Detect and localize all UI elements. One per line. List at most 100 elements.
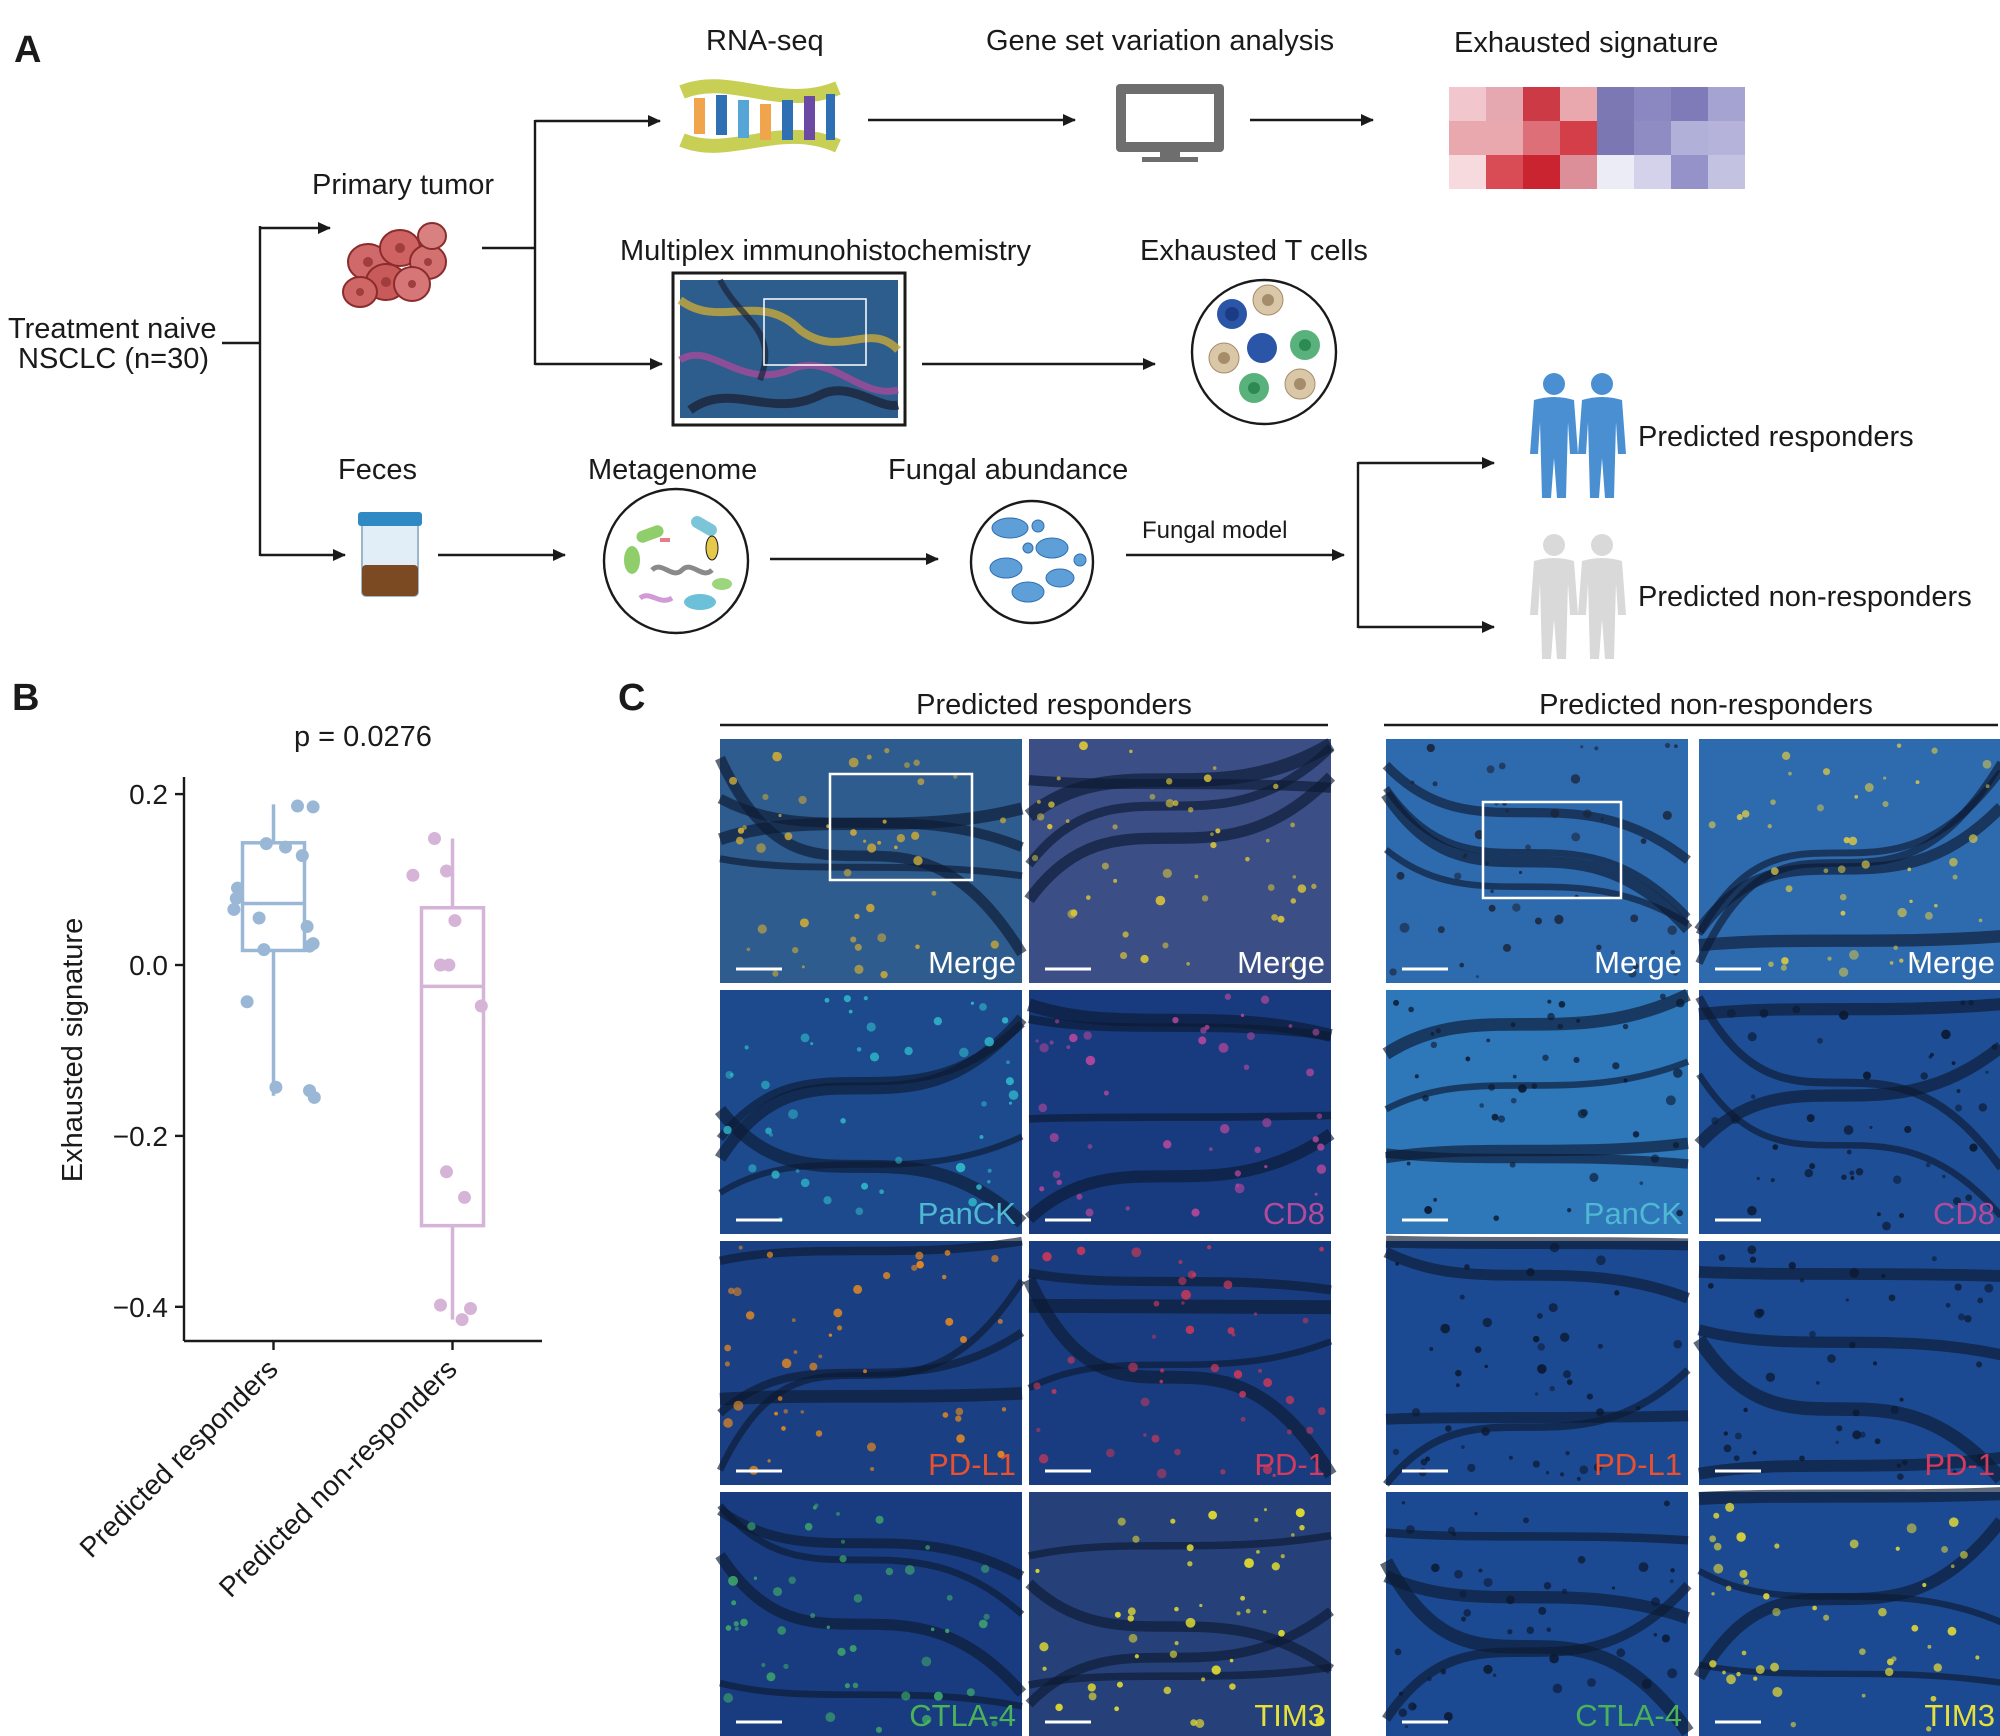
heatmap-cell — [1708, 155, 1745, 189]
tile-signal — [1194, 874, 1199, 879]
tile-signal — [1243, 1064, 1250, 1070]
tile-signal — [836, 1511, 840, 1516]
tile-signal — [1909, 899, 1913, 904]
tile-signal — [1757, 1308, 1765, 1317]
tile-signal — [1265, 838, 1270, 843]
tile-signal — [1474, 1512, 1478, 1516]
tile-signal — [944, 1250, 951, 1256]
tile-signal — [1510, 1097, 1517, 1104]
y-tick-label: −0.2 — [113, 1121, 168, 1152]
tile-signal — [981, 1101, 987, 1107]
tile-signal — [1600, 817, 1604, 821]
tile-signal — [1035, 1568, 1040, 1573]
tile-stroma — [1698, 998, 2000, 1021]
tile-signal — [1408, 1006, 1414, 1013]
panel-label-a: A — [14, 29, 41, 71]
tile-signal — [1837, 865, 1846, 874]
tile-signal — [738, 1245, 743, 1250]
tile-signal — [1195, 1718, 1205, 1728]
tile-signal — [1236, 1611, 1241, 1616]
tile-signal — [761, 1080, 770, 1090]
tile-signal — [1229, 1683, 1236, 1690]
tile-signal — [1595, 1408, 1605, 1417]
tile-signal — [911, 1264, 918, 1271]
tile-signal — [1227, 1327, 1235, 1335]
tile-signal — [1056, 1179, 1063, 1186]
tile-signal — [1752, 1450, 1757, 1455]
micrograph-tile: PD-1 — [1023, 1241, 1337, 1485]
data-point — [300, 920, 314, 934]
heatmap-cell — [1560, 87, 1597, 121]
tile-signal — [1639, 1181, 1644, 1185]
micrograph-tile: CD8 — [1694, 990, 2000, 1234]
heatmap-cell — [1634, 155, 1671, 189]
tile-signal — [1799, 1278, 1805, 1283]
tile-signal — [1968, 834, 1978, 844]
tile-signal — [1208, 1147, 1213, 1152]
tile-signal — [1549, 1242, 1560, 1253]
tile-signal — [1767, 824, 1772, 829]
channel-label: PanCK — [918, 1196, 1017, 1231]
tile-signal — [1726, 1674, 1736, 1685]
tile-signal — [1616, 1648, 1626, 1658]
tile-signal — [1302, 1317, 1309, 1324]
tile-signal — [1319, 1246, 1324, 1252]
tile-signal — [1260, 995, 1270, 1004]
tile-signal — [1849, 1341, 1856, 1349]
tile-signal — [1178, 1276, 1187, 1286]
tile-signal — [1192, 1272, 1197, 1277]
tile-signal — [1478, 1568, 1483, 1573]
tile-signal — [1952, 1470, 1957, 1475]
tile-signal — [1589, 1172, 1599, 1183]
tile-stroma — [1027, 1338, 1333, 1391]
tile-signal — [1127, 1607, 1136, 1616]
tile-signal — [1849, 1170, 1855, 1176]
tile-signal — [955, 1415, 962, 1422]
tile-signal — [1517, 1084, 1527, 1093]
tile-signal — [1638, 1562, 1649, 1573]
tile-signal — [1297, 884, 1307, 893]
tile-signal — [1253, 1312, 1258, 1316]
tile-signal — [1587, 1678, 1596, 1687]
tile-signal — [962, 1454, 967, 1459]
tile-signal — [955, 1407, 964, 1416]
tile-signal — [773, 751, 777, 756]
tile-signal — [1711, 1117, 1719, 1125]
tile-signal — [1412, 1704, 1417, 1709]
tile-signal — [1846, 1149, 1852, 1155]
tile-signal — [825, 1712, 836, 1723]
data-point — [252, 911, 266, 925]
tile-signal — [1670, 949, 1676, 955]
data-point — [231, 881, 244, 895]
tile-signal — [1401, 1500, 1406, 1505]
rna-seq-icon — [679, 79, 841, 153]
tile-signal — [1713, 1512, 1720, 1519]
tile-signal — [848, 1009, 853, 1014]
tile-signal — [1827, 1354, 1836, 1363]
tile-signal — [826, 1625, 831, 1629]
tile-signal — [1206, 1245, 1212, 1250]
tile-signal — [1977, 1297, 1984, 1304]
fungal-model-label: Fungal model — [1142, 517, 1287, 544]
tile-signal — [1398, 1691, 1403, 1696]
tile-signal — [850, 936, 857, 943]
tile-signal — [911, 831, 920, 840]
micrograph-tile: PanCK — [714, 990, 1027, 1234]
tile-signal — [810, 1042, 814, 1046]
tile-signal — [798, 795, 807, 805]
tile-signal — [1661, 1634, 1670, 1643]
cohort-branch-arrows — [222, 222, 346, 561]
tile-signal — [1465, 1056, 1471, 1062]
tile-signal — [1669, 1579, 1674, 1584]
tile-signal — [1823, 1614, 1830, 1621]
tile-signal — [1953, 1197, 1962, 1206]
tile-signal — [1788, 771, 1792, 776]
tile-signal — [917, 778, 925, 786]
y-axis-label: Exhausted signature — [57, 918, 89, 1182]
tile-signal — [1290, 898, 1297, 904]
tile-signal — [1675, 998, 1685, 1008]
tile-signal — [922, 1714, 932, 1725]
micrograph-tile: CTLA-4 — [715, 1492, 1027, 1736]
tile-stroma — [1697, 1324, 2000, 1361]
